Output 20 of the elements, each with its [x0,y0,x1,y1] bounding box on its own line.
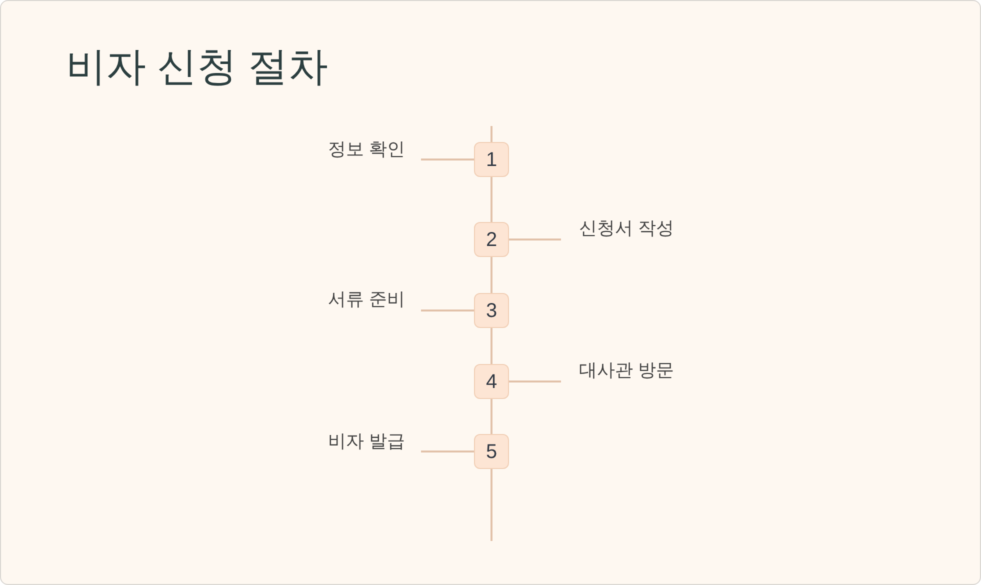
step-number: 5 [474,434,509,469]
step-label: 대사관 방문 [561,358,691,384]
connector-line [421,450,474,452]
step-number: 2 [474,222,509,257]
connector-line [490,257,492,293]
step-number: 1 [474,142,509,177]
connector-line [509,238,561,240]
connector-line [490,177,492,222]
step-label: 신청서 작성 [561,216,691,242]
connector-line [421,158,474,160]
step-label: 정보 확인 [301,137,421,163]
connector-line [421,310,474,312]
title: 비자 신청 절차 [66,44,328,91]
step-label: 비자 발급 [301,429,421,455]
connector-line [509,380,561,382]
step-label: 서류 준비 [301,287,421,313]
step-number: 4 [474,364,509,399]
step-number: 3 [474,293,509,328]
connector-line [490,328,492,364]
connector-line [490,399,492,434]
